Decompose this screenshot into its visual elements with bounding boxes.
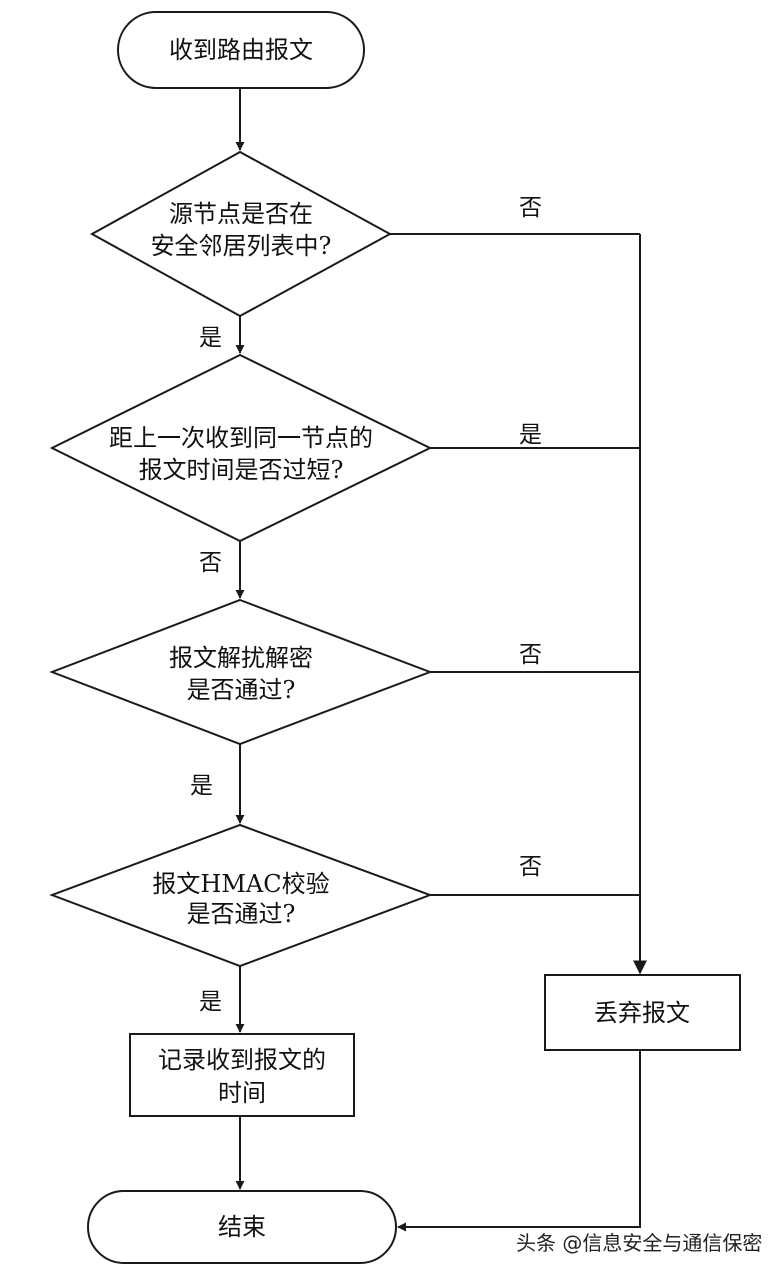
decrypt-label-line1: 报文解扰解密	[169, 644, 313, 672]
hmac-label-line2: 是否通过?	[187, 900, 296, 928]
start-label: 收到路由报文	[169, 36, 313, 64]
arrow-discard-to-end	[397, 1050, 641, 1232]
edge-label-hmac-no: 否	[519, 854, 542, 880]
edge-label-hmac-yes: 是	[199, 989, 222, 1015]
record-time-label-line2: 时间	[218, 1079, 266, 1107]
end-terminal	[87, 1190, 397, 1264]
interval-label-line1: 距上一次收到同一节点的	[109, 424, 373, 452]
edge-label-decrypt-no: 否	[519, 642, 542, 668]
edge-label-interval-yes: 是	[519, 422, 542, 448]
neighbor-label-line2: 安全邻居列表中?	[151, 232, 332, 260]
record-time-box	[129, 1033, 355, 1117]
decrypt-label-line2: 是否通过?	[187, 676, 296, 704]
end-label: 结束	[218, 1213, 266, 1241]
edge-label-interval-no: 否	[199, 550, 222, 576]
decrypt-decision	[49, 598, 433, 746]
discard-box	[544, 974, 741, 1051]
edge-label-neighbor-no: 否	[519, 195, 542, 221]
interval-label-line2: 报文时间是否过短?	[139, 456, 344, 484]
edge-label-neighbor-yes: 是	[199, 325, 222, 351]
discard-label: 丢弃报文	[594, 999, 690, 1027]
neighbor-label-line1: 源节点是否在	[169, 200, 313, 228]
watermark-text: 头条 @信息安全与通信保密	[516, 1231, 762, 1255]
record-time-label-line1: 记录收到报文的	[158, 1046, 326, 1074]
edge-label-decrypt-yes: 是	[190, 773, 213, 799]
hmac-label-line1: 报文HMAC校验	[152, 870, 329, 898]
